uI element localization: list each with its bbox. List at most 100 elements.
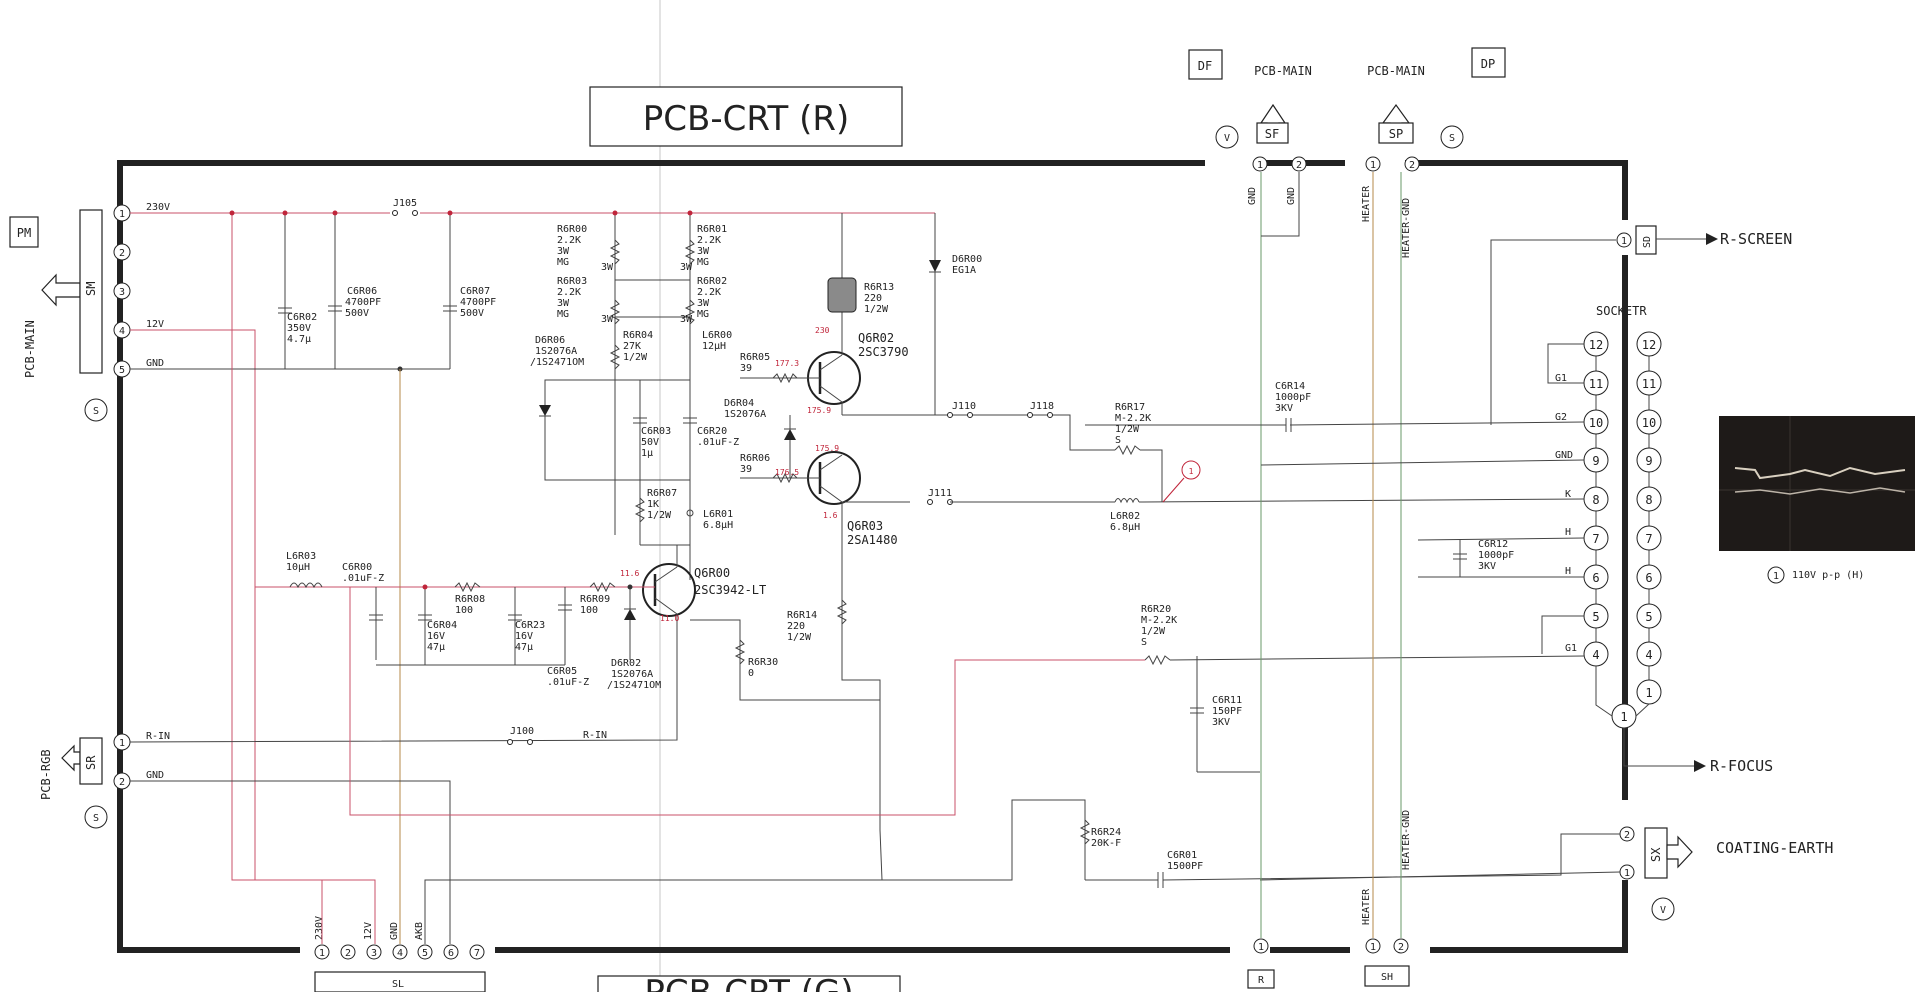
svg-text:39: 39	[740, 464, 752, 475]
svg-text:C6R06: C6R06	[347, 286, 377, 297]
svg-text:R6R03: R6R03	[557, 276, 587, 287]
svg-text:3W: 3W	[557, 246, 570, 257]
svg-text:M-2.2K: M-2.2K	[1141, 615, 1177, 626]
svg-text:1: 1	[1621, 236, 1627, 247]
svg-text:Q6R00: Q6R00	[694, 566, 730, 580]
svg-text:5: 5	[422, 948, 428, 959]
svg-text:D6R06: D6R06	[535, 335, 565, 346]
sl-230v-label: 230V	[314, 916, 325, 940]
svg-text:10µH: 10µH	[286, 562, 310, 573]
svg-text:GND: GND	[146, 358, 164, 369]
svg-text:.01uF-Z: .01uF-Z	[342, 573, 384, 584]
svg-text:/1S2471OM: /1S2471OM	[607, 680, 661, 691]
svg-text:R6R02: R6R02	[697, 276, 727, 287]
svg-text:7: 7	[474, 948, 480, 959]
svg-text:1000pF: 1000pF	[1275, 392, 1311, 403]
svg-text:11.0: 11.0	[660, 614, 679, 623]
svg-text:GND: GND	[146, 770, 164, 781]
svg-text:SP: SP	[1389, 127, 1403, 141]
heater-label: HEATER	[1361, 185, 1372, 222]
svg-text:6: 6	[1592, 571, 1599, 585]
svg-text:6: 6	[1645, 571, 1652, 585]
svg-text:175.9: 175.9	[815, 444, 839, 453]
j100-label: J100	[510, 726, 534, 737]
svg-text:2: 2	[1624, 830, 1630, 841]
svg-text:12: 12	[1589, 338, 1603, 352]
sl-connector: 1 2 3 4 5 6 7 SL	[314, 944, 486, 992]
v-marker-top	[1215, 125, 1239, 149]
df-label: DF	[1198, 59, 1212, 73]
svg-text:L6R00: L6R00	[702, 330, 732, 341]
svg-text:C6R03: C6R03	[641, 426, 671, 437]
svg-text:5: 5	[1592, 610, 1599, 624]
svg-text:177.3: 177.3	[775, 359, 799, 368]
svg-text:10: 10	[1589, 416, 1603, 430]
sf-pin-1	[1252, 156, 1268, 172]
svg-text:3KV: 3KV	[1478, 561, 1496, 572]
svg-text:1: 1	[119, 209, 125, 220]
svg-text:R6R09: R6R09	[580, 594, 610, 605]
df-tag	[1188, 49, 1223, 80]
sh-pin-2	[1393, 938, 1409, 954]
svg-text:2SA1480: 2SA1480	[847, 533, 898, 547]
svg-text:EG1A: EG1A	[952, 265, 976, 276]
svg-text:2: 2	[119, 248, 125, 259]
svg-text:12V: 12V	[146, 319, 164, 330]
svg-text:2: 2	[1409, 160, 1415, 171]
r-focus-label: R-FOCUS	[1710, 757, 1773, 775]
svg-text:150PF: 150PF	[1212, 706, 1242, 717]
r-connector	[1247, 969, 1275, 989]
svg-text:C6R23: C6R23	[515, 620, 545, 631]
svg-text:C6R07: C6R07	[460, 286, 490, 297]
heater-gnd-label: HEATER-GND	[1401, 198, 1412, 258]
gnd-sf2-label: GND	[1286, 187, 1297, 205]
svg-text:M-2.2K: M-2.2K	[1115, 413, 1151, 424]
pm-tag	[9, 216, 39, 248]
s-marker-top	[1440, 125, 1464, 149]
svg-text:R6R01: R6R01	[697, 224, 727, 235]
svg-text:SL: SL	[392, 979, 404, 990]
svg-text:SD: SD	[1642, 236, 1653, 248]
h-label-6: H	[1565, 566, 1571, 577]
svg-text:S: S	[93, 406, 99, 417]
svg-text:4: 4	[397, 948, 403, 959]
svg-text:/1S2471OM: /1S2471OM	[530, 357, 584, 368]
svg-text:1000pF: 1000pF	[1478, 550, 1514, 561]
svg-text:R6R30: R6R30	[748, 657, 778, 668]
svg-text:100: 100	[455, 605, 473, 616]
sh-connector	[1364, 965, 1410, 987]
svg-text:D6R02: D6R02	[611, 658, 641, 669]
svg-text:1/2W: 1/2W	[623, 352, 648, 363]
svg-text:5: 5	[1645, 610, 1652, 624]
svg-text:C6R14: C6R14	[1275, 381, 1305, 392]
sd-connector	[1635, 225, 1657, 255]
svg-text:4700PF: 4700PF	[345, 297, 381, 308]
svg-text:4: 4	[1592, 648, 1599, 662]
svg-text:R6R00: R6R00	[557, 224, 587, 235]
sl-gnd-label: GND	[389, 922, 400, 940]
r-in-label: R-IN	[583, 730, 607, 741]
svg-text:SM: SM	[84, 282, 98, 296]
svg-text:S: S	[1141, 637, 1147, 648]
pcb-main-dp-label: PCB-MAIN	[1367, 64, 1425, 78]
svg-text:.01uF-Z: .01uF-Z	[697, 437, 739, 448]
r-focus-arrow	[1694, 760, 1706, 772]
svg-text:S: S	[1449, 133, 1455, 144]
svg-text:R6R13: R6R13	[864, 282, 894, 293]
svg-text:2: 2	[1296, 160, 1302, 171]
svg-text:1S2076A: 1S2076A	[724, 409, 766, 420]
svg-text:SR: SR	[84, 755, 98, 770]
svg-text:47µ: 47µ	[515, 642, 533, 653]
svg-text:1/2W: 1/2W	[864, 304, 889, 315]
svg-text:11: 11	[1589, 377, 1603, 391]
svg-text:3: 3	[119, 287, 125, 298]
svg-text:C6R01: C6R01	[1167, 850, 1197, 861]
svg-text:8: 8	[1592, 493, 1599, 507]
svg-text:.01uF-Z: .01uF-Z	[547, 677, 589, 688]
svg-text:1S2076A: 1S2076A	[535, 346, 577, 357]
v-marker-bottom	[1651, 897, 1675, 921]
svg-text:500V: 500V	[345, 308, 369, 319]
svg-text:220: 220	[787, 621, 805, 632]
k-label: K	[1565, 489, 1571, 500]
